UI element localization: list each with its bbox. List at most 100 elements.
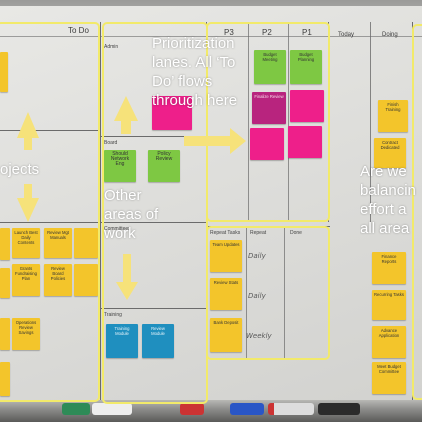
sticky-note-yellow: Finish Training	[378, 100, 408, 132]
sticky-note-green: Budget Meeting	[254, 50, 286, 84]
lane-line-areas-3	[100, 308, 206, 309]
caption-other-areas: Other areas of work	[104, 186, 158, 243]
sticky-note-yellow	[0, 318, 10, 350]
caption-line: all area	[360, 220, 410, 237]
lane-line-areas-2	[100, 222, 206, 223]
note-text: Review Board Policies	[50, 266, 66, 281]
sticky-note-blue: Training Module	[106, 324, 138, 358]
column-header-p2: P2	[262, 28, 272, 37]
sticky-note-yellow: Advance Application	[372, 326, 406, 358]
lane-label-board: Board	[104, 140, 118, 146]
column-header-p3: P3	[224, 28, 234, 37]
highlight-box-prioritization-lanes	[206, 22, 330, 222]
marker-red-white	[268, 403, 314, 415]
note-text: Grants Fundraising Plan	[15, 266, 37, 281]
sticky-note-pink	[290, 90, 324, 122]
note-text: Budget Meeting	[262, 52, 278, 62]
sticky-note-green: Budget Planning	[290, 50, 322, 84]
lane-label-repeat: Repeat	[250, 230, 267, 236]
note-text: Training Module	[114, 326, 130, 336]
sticky-note-yellow: Review Mgt Manuals	[44, 228, 72, 258]
note-text: Team Updates	[212, 242, 240, 247]
lane-label-training: Training	[104, 312, 122, 318]
divider-p3-p2	[248, 22, 249, 222]
lane-line-areas-1	[100, 136, 206, 137]
note-text: Advance Application	[378, 328, 400, 338]
sticky-note-yellow	[0, 52, 8, 92]
note-text: Finalize Review	[254, 94, 284, 99]
board-top-line	[0, 36, 422, 37]
sticky-note-yellow	[74, 264, 98, 296]
caption-balancing: Are we balancin effort a all area	[360, 162, 422, 238]
column-header-doing: Doing	[382, 32, 398, 38]
sticky-note-yellow	[74, 228, 98, 258]
caption-line: Do’ flows	[152, 73, 213, 90]
highlight-box-repeat-tasks	[206, 226, 330, 360]
sticky-note-yellow: Contract Dedicated	[374, 138, 406, 168]
caption-line: through here	[152, 92, 238, 109]
note-text: Review Mgt Manuals	[47, 230, 69, 240]
caption-line: work	[104, 225, 136, 242]
sticky-note-yellow: Launch Best Daily Contents	[12, 228, 40, 258]
divider-todo-left	[100, 22, 101, 402]
sticky-note-yellow: Grants Fundraising Plan	[12, 264, 40, 296]
lane-label-committees: Committees	[104, 226, 131, 232]
caption-line: Prioritization	[152, 35, 235, 52]
repeat-divider-2	[284, 226, 285, 358]
sticky-note-yellow: Finance Reports	[372, 252, 406, 284]
sticky-note-pink	[152, 96, 192, 130]
note-text: Review Stats	[213, 280, 239, 285]
sticky-note-pink	[250, 128, 284, 160]
marker-white	[92, 403, 132, 415]
sticky-note-yellow: Review Stats	[210, 278, 242, 310]
marker-red	[180, 403, 204, 415]
caption-line: Other	[104, 187, 142, 204]
note-text: Finance Reports	[381, 254, 397, 264]
lane-line-2	[0, 222, 100, 223]
caption-line: balancin	[360, 182, 416, 199]
repeat-frequency-daily: Daily	[248, 252, 266, 260]
lane-label-repeat-tasks: Repeat Tasks	[210, 230, 241, 236]
note-text: Review Module	[151, 326, 165, 336]
sticky-note-green: Should Network Eng	[104, 150, 136, 182]
marker-blue	[230, 403, 264, 415]
note-text: Meet Budget Committee	[377, 364, 401, 374]
note-text: Contract Dedicated	[380, 140, 400, 150]
caption-line: effort a	[360, 201, 407, 218]
divider-today-doing	[370, 22, 371, 222]
note-text: Finish Training	[385, 102, 401, 112]
column-header-p1: P1	[302, 28, 312, 37]
highlight-box-balancing	[412, 24, 422, 400]
caption-line: Are we	[360, 163, 407, 180]
caption-line: areas of	[104, 206, 159, 223]
caption-prioritization: Prioritization lanes. All ‘To Do’ flows …	[152, 34, 237, 110]
sticky-note-blue: Review Module	[142, 324, 174, 358]
repeat-frequency-daily: Daily	[248, 292, 266, 300]
divider-p2-p1	[288, 22, 289, 222]
note-text: Operations Review Savings	[15, 320, 37, 335]
repeat-frequency-weekly: Weekly	[246, 332, 272, 340]
lane-label-done: Done	[290, 230, 302, 236]
note-text: Recurring Tasks	[374, 292, 404, 297]
sticky-note-yellow: Recurring Tasks	[372, 290, 406, 320]
sticky-note-pink	[288, 126, 322, 158]
lane-label-admin: Admin	[104, 44, 119, 50]
sticky-note-magenta: Finalize Review	[252, 92, 286, 124]
caption-line: lanes. All ‘To	[152, 54, 236, 71]
caption-projects: ojects	[0, 161, 40, 178]
sticky-note-yellow: Operations Review Savings	[12, 318, 40, 350]
sticky-note-yellow	[0, 362, 10, 396]
sticky-note-yellow: Team Updates	[210, 240, 242, 272]
sticky-note-yellow: Bank Deposit	[210, 318, 242, 352]
highlight-box-projects	[0, 22, 100, 402]
note-text: Budget Planning	[297, 52, 315, 62]
repeat-divider-1	[246, 226, 247, 358]
note-text: Policy Review	[155, 151, 173, 162]
sticky-note-green: Policy Review	[148, 150, 180, 182]
note-text: Launch Best Daily Contents	[14, 230, 38, 245]
marker-green	[62, 403, 90, 415]
sticky-note-yellow	[0, 228, 10, 260]
lane-line-1	[0, 130, 100, 131]
sticky-note-yellow: Meet Budget Committee	[372, 362, 406, 394]
